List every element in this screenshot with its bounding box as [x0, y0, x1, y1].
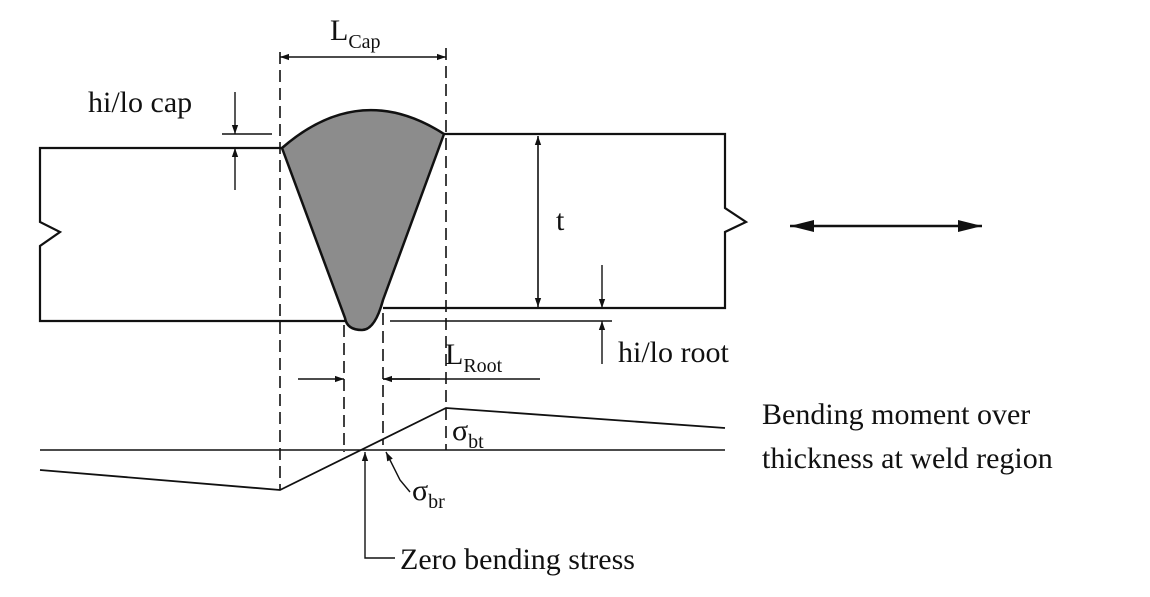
sigma-bt-label: σbt [452, 414, 484, 453]
hi-lo-root-label: hi/lo root [618, 336, 729, 369]
thickness-label: t [556, 204, 565, 237]
l-root-label: LRoot [445, 338, 503, 377]
left-plate [38, 146, 345, 323]
hi-lo-cap-label: hi/lo cap [88, 86, 192, 119]
zero-bending-stress-label: Zero bending stress [400, 543, 635, 576]
bending-moment-curve [39, 407, 726, 491]
bending-moment-caption-line2: thickness at weld region [762, 442, 1053, 475]
sigma-br-label: σbr [412, 474, 445, 513]
weld-bead [280, 108, 446, 332]
sigma-br-leader [385, 451, 411, 493]
right-plate [383, 132, 749, 310]
zero-stress-leader [361, 452, 395, 559]
l-cap-label: LCap [330, 14, 381, 53]
bending-moment-caption-line1: Bending moment over [762, 398, 1030, 431]
